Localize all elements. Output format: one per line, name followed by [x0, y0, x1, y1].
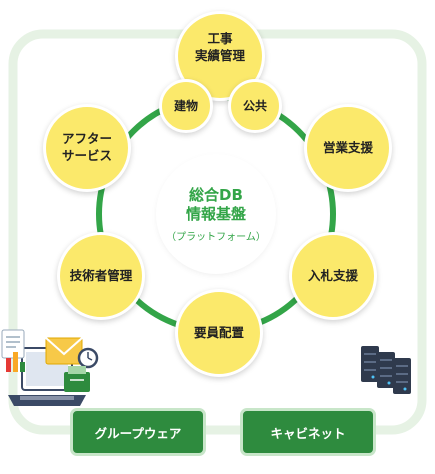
center-title-line2: 情報基盤 — [185, 205, 246, 223]
chart-icon — [6, 352, 25, 372]
server-rack-icon — [361, 346, 411, 394]
groupware-button-label: グループウェア — [94, 425, 182, 441]
node-kokyo-label: 公共 — [242, 98, 267, 113]
node-eigyo-shien[interactable]: 営業支援 — [304, 104, 392, 192]
node-after-label: アフター サービス — [61, 131, 112, 163]
center-subtitle: （プラットフォーム） — [166, 231, 266, 243]
node-gijutsusha-kanri[interactable]: 技術者管理 — [57, 232, 145, 320]
center-hub: 総合DB 情報基盤 （プラットフォーム） — [159, 157, 273, 271]
node-after-service[interactable]: アフター サービス — [43, 104, 131, 192]
node-eigyo-label: 営業支援 — [322, 139, 373, 155]
center-title-line1: 総合DB — [189, 185, 243, 204]
node-gijutsusha-label: 技術者管理 — [69, 267, 133, 283]
node-yoin-haichi[interactable]: 要員配置 — [175, 289, 263, 377]
node-yoin-label: 要員配置 — [193, 324, 244, 340]
clock-icon — [77, 347, 99, 369]
node-kenbutsu-label: 建物 — [173, 98, 198, 113]
filing-icon — [64, 366, 90, 392]
cabinet-button-label: キャビネット — [270, 425, 346, 441]
mail-icon — [45, 337, 83, 365]
groupware-button[interactable]: グループウェア — [70, 408, 206, 456]
node-kenbutsu[interactable]: 建物 — [159, 79, 213, 133]
cabinet-button[interactable]: キャビネット — [240, 408, 376, 456]
node-koji-label: 工事 実績管理 — [194, 31, 245, 63]
node-nyusatsu-label: 入札支援 — [307, 267, 358, 283]
node-kokyo[interactable]: 公共 — [228, 79, 282, 133]
node-nyusatsu-shien[interactable]: 入札支援 — [289, 232, 377, 320]
